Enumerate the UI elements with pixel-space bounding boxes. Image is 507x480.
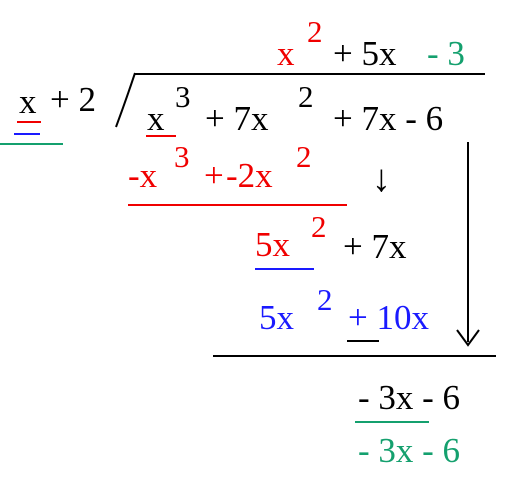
divisor-green-underline — [0, 143, 63, 145]
quotient-x-exponent: 2 — [307, 14, 323, 49]
step2-plus-7x: + 7x — [343, 227, 407, 266]
divisor-x: x — [19, 82, 37, 121]
first-subtraction-line — [128, 204, 347, 206]
divisor-blue-underline — [14, 133, 40, 135]
second-subtraction-line — [213, 355, 496, 357]
step3-exponent-2: 2 — [317, 282, 333, 317]
step3-minus-mark — [347, 340, 379, 342]
subtract-2x-squared: -2x — [226, 156, 273, 195]
dividend-7x: + 7x — [205, 99, 269, 138]
quotient-minus-3: - 3 — [427, 34, 465, 73]
step2-blue-underline — [255, 268, 314, 270]
remainder-green-underline — [355, 421, 429, 423]
subtract-plus-sign: + — [204, 156, 224, 195]
dividend-7x-minus-6: + 7x - 6 — [333, 99, 444, 138]
quotient-5x: + 5x — [333, 34, 397, 73]
bring-down-long-arrow-shaft — [467, 142, 469, 342]
division-bracket-curve — [115, 72, 136, 128]
dividend-x-red-underline — [146, 135, 176, 137]
step2-exponent-2: 2 — [311, 209, 327, 244]
long-arrow-head — [456, 329, 480, 347]
quotient-x: x — [277, 34, 295, 73]
bring-down-arrow-icon: ↓ — [372, 158, 391, 200]
dividend-x: x — [147, 99, 165, 138]
division-bar — [135, 73, 485, 75]
remainder-black: - 3x - 6 — [358, 378, 461, 417]
step3-5x: 5x — [259, 298, 294, 337]
step3-plus-10x: + 10x — [348, 298, 429, 337]
dividend-x-exponent-3: 3 — [175, 79, 191, 114]
subtract-exponent-3: 3 — [174, 139, 190, 174]
step2-5x: 5x — [255, 225, 290, 264]
divisor-red-underline — [17, 121, 41, 123]
dividend-x-exponent-2: 2 — [298, 79, 314, 114]
divisor-plus-2: + 2 — [50, 80, 96, 119]
subtract-exponent-2: 2 — [296, 139, 312, 174]
subtract-x-cubed: -x — [128, 156, 158, 195]
remainder-green: - 3x - 6 — [358, 431, 461, 470]
